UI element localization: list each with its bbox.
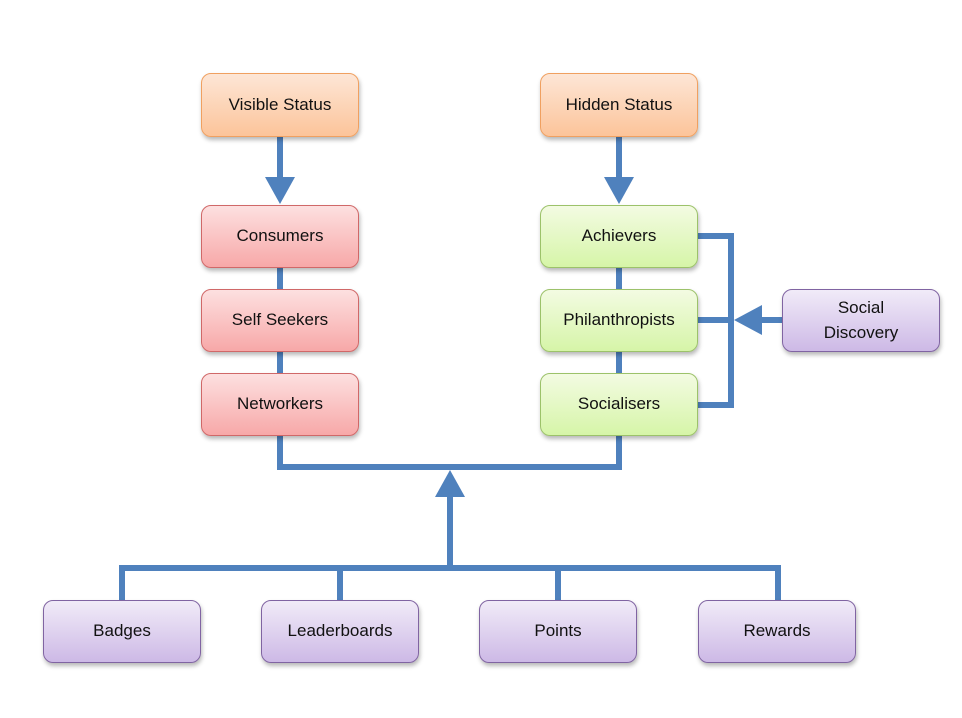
node-hidden-status: Hidden Status	[540, 73, 698, 137]
node-rewards: Rewards	[698, 600, 856, 663]
node-label: Networkers	[237, 394, 323, 414]
node-self-seekers: Self Seekers	[201, 289, 359, 352]
node-label: Leaderboards	[287, 621, 393, 641]
node-visible-status: Visible Status	[201, 73, 359, 137]
node-label: Socialisers	[577, 394, 661, 414]
node-consumers: Consumers	[201, 205, 359, 268]
mechanics-bar	[119, 565, 781, 601]
node-label: Badges	[93, 621, 151, 641]
node-label: Achievers	[581, 226, 657, 246]
node-label: Rewards	[743, 621, 811, 641]
node-label: Points	[534, 621, 582, 641]
arrowhead-hidden	[604, 177, 634, 204]
node-leaderboards: Leaderboards	[261, 600, 419, 663]
node-label: Consumers	[236, 226, 324, 246]
node-achievers: Achievers	[540, 205, 698, 268]
node-networkers: Networkers	[201, 373, 359, 436]
node-philanthropists: Philanthropists	[540, 289, 698, 352]
node-badges: Badges	[43, 600, 201, 663]
node-label: Hidden Status	[565, 94, 673, 114]
arrowhead-up	[435, 470, 465, 497]
node-label: Philanthropists	[563, 310, 675, 330]
arrowhead-social	[734, 305, 762, 335]
node-points: Points	[479, 600, 637, 663]
node-social-discovery: Social Discovery	[782, 289, 940, 352]
merge-bracket	[277, 436, 622, 470]
node-label: Self Seekers	[231, 310, 329, 330]
node-label: Social Discovery	[823, 297, 899, 342]
node-socialisers: Socialisers	[540, 373, 698, 436]
arrowhead-visible	[265, 177, 295, 204]
node-label: Visible Status	[228, 94, 332, 114]
